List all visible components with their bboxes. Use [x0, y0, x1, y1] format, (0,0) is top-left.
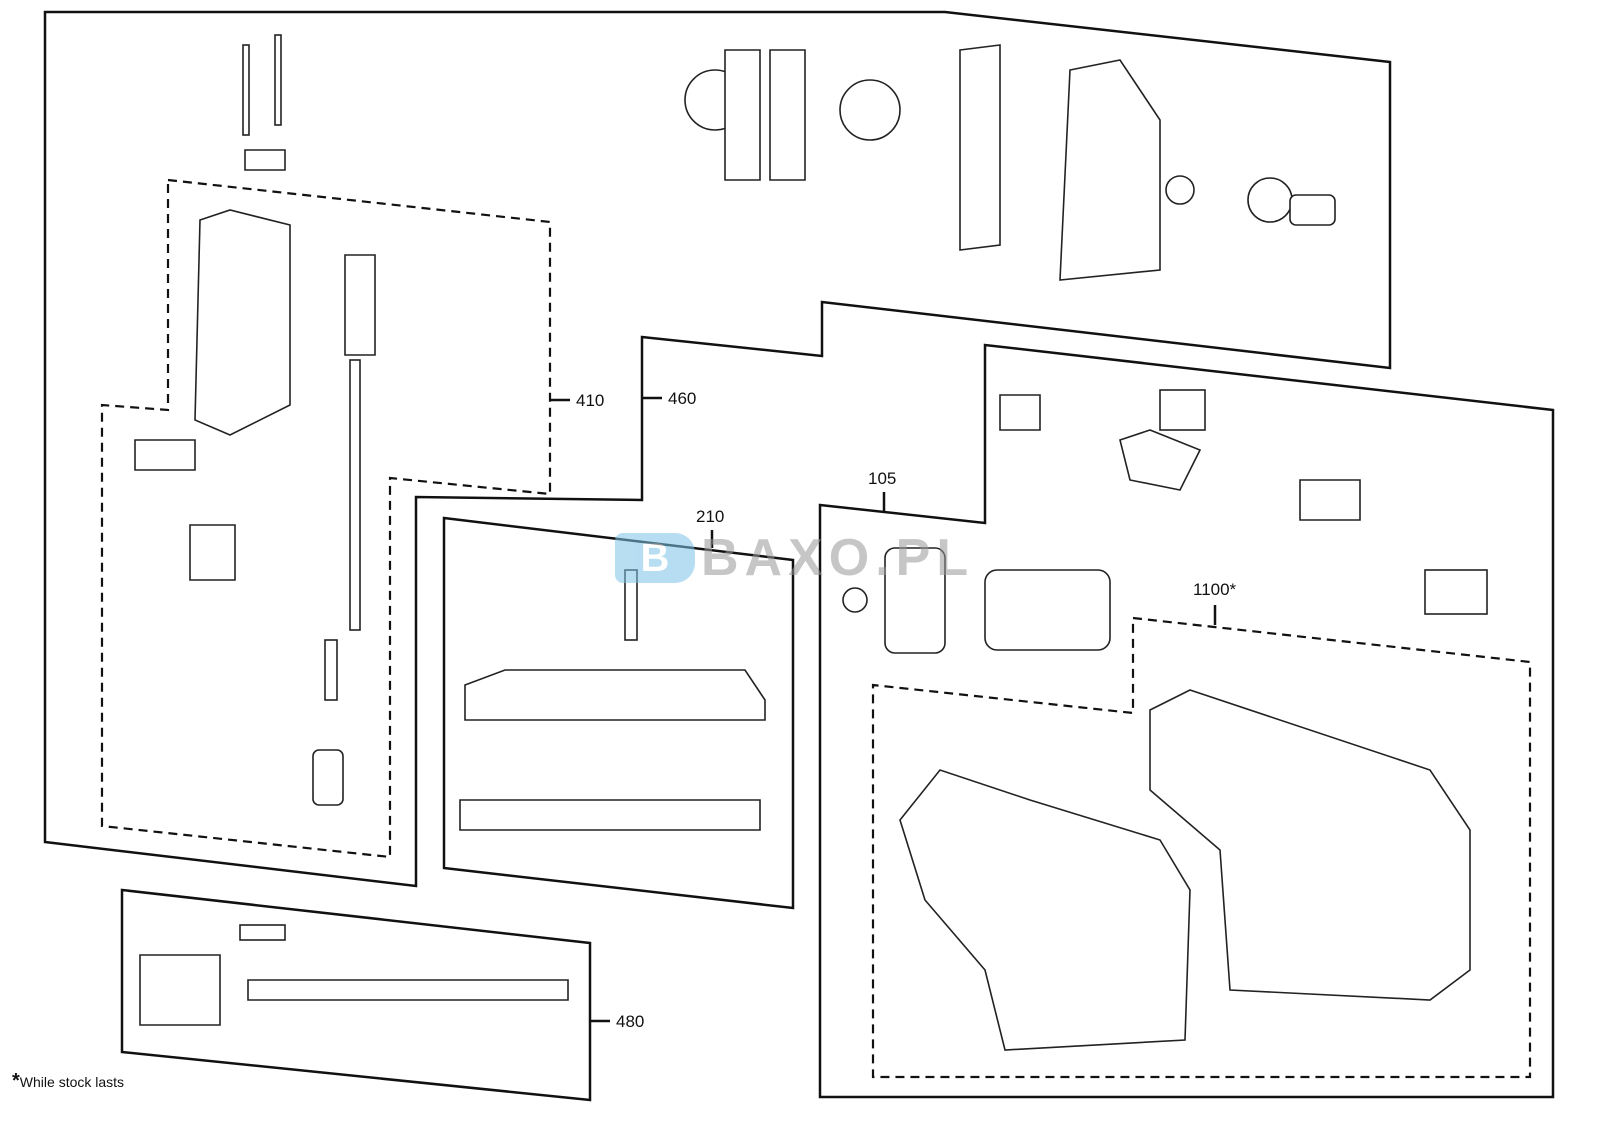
group-label-480: 480	[616, 1012, 645, 1031]
footnote-text: While stock lasts	[19, 1074, 125, 1090]
footnote: *While stock lasts	[12, 1070, 125, 1097]
group-label-1100: 1100*	[1193, 580, 1237, 599]
group-label-410: 410	[576, 391, 605, 410]
group-1100-outline	[871, 616, 1532, 1079]
group-label-460: 460	[668, 389, 697, 408]
footnote-asterisk: *	[12, 1070, 20, 1092]
watermark-logo: B BAXO.PL	[615, 528, 974, 588]
group-label-210: 210	[696, 507, 725, 526]
parts	[134, 34, 1488, 1051]
group-460-outline	[43, 10, 1392, 888]
group-label-105: 105	[868, 469, 897, 488]
watermark-mark: B	[615, 533, 695, 583]
group-480-outline	[120, 888, 592, 1102]
group-105-outline	[818, 343, 1555, 1099]
group-410-outline	[100, 178, 552, 859]
watermark-text: BAXO.PL	[701, 529, 975, 587]
